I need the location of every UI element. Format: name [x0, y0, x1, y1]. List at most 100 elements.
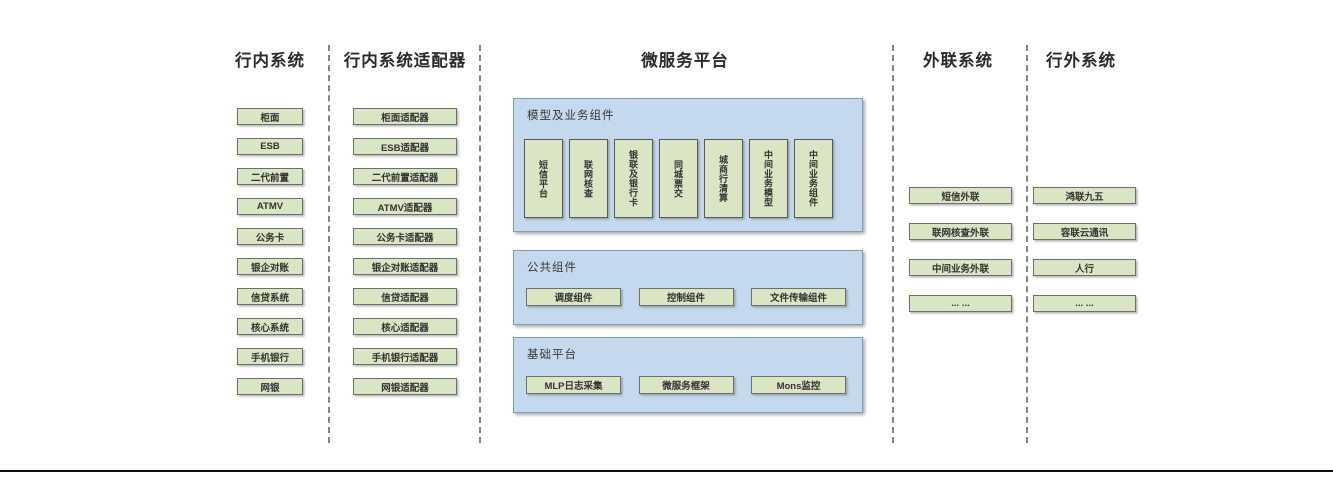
system-box: 联网核查 — [569, 139, 608, 218]
system-box: ATMV适配器 — [353, 198, 457, 215]
system-box-label: 信贷系统 — [250, 292, 289, 304]
system-box-label: 中间业务组件 — [808, 150, 818, 207]
system-box: ATMV — [237, 198, 303, 215]
system-box: 短信外联 — [909, 187, 1012, 204]
system-box: 鸿联九五 — [1033, 187, 1136, 204]
system-box: 容联云通讯 — [1033, 223, 1136, 240]
column-divider — [1026, 45, 1028, 443]
system-box-label: ... ... — [951, 298, 970, 309]
system-box: 核心系统 — [237, 318, 303, 335]
internal-adapters-list: 柜面适配器 ESB适配器二代前置适配器 ATMV适配器公务卡适配器银企对账适配器信贷… — [353, 108, 457, 395]
system-box-label: 同城票交 — [673, 159, 683, 198]
system-box: 银企对账 — [237, 258, 303, 275]
panel-model-business-components: 模型及业务组件 短信平台 联网核查 银联及银行卡 同城票交 城商行清算 中间业务模型 中间业… — [513, 98, 863, 232]
system-box: 银企对账适配器 — [353, 258, 457, 275]
system-box-label: 核心系统 — [250, 322, 289, 334]
system-box-label: 短信平台 — [538, 159, 548, 198]
base-platform-components-list: MLP日志采集 微服务框架 Mons监控 — [526, 376, 846, 394]
column-title-microservice-platform: 微服务平台 — [641, 52, 729, 70]
system-box-label: ATMV — [256, 201, 284, 212]
system-box: 手机银行 — [237, 348, 303, 365]
system-box: 公务卡 — [237, 228, 303, 245]
system-box: 手机银行适配器 — [353, 348, 457, 365]
system-box-label: 核心适配器 — [381, 322, 429, 334]
model-business-components-list: 短信平台 联网核查 银联及银行卡 同城票交 城商行清算 中间业务模型 中间业务组件 — [524, 139, 833, 218]
system-box-label: MLP日志采集 — [544, 381, 603, 392]
column-title-external-link-systems: 外联系统 — [923, 52, 993, 70]
system-box-label: ESB — [260, 141, 280, 152]
panel-label: 基础平台 — [527, 349, 577, 361]
system-box: 核心适配器 — [353, 318, 457, 335]
common-components-list: 调度组件 控制组件 文件传输组件 — [526, 288, 846, 306]
system-box-label: 控制组件 — [666, 293, 705, 304]
system-box-label: 手机银行 — [250, 352, 289, 364]
system-box: ... ... — [909, 295, 1012, 312]
system-box-label: 文件传输组件 — [769, 293, 827, 304]
outside-systems-list: 鸿联九五容联云通讯人行 ... ... — [1033, 187, 1136, 312]
system-box-label: 二代前置适配器 — [371, 172, 439, 184]
system-box-label: 公务卡 — [255, 232, 285, 244]
system-box-label: 容联云通讯 — [1060, 227, 1109, 239]
system-box: 城商行清算 — [704, 139, 743, 218]
system-box: 信贷系统 — [237, 288, 303, 305]
system-box: ESB适配器 — [353, 138, 457, 155]
panel-common-components: 公共组件 调度组件 控制组件 文件传输组件 — [513, 250, 863, 325]
column-title-outside-systems: 行外系统 — [1046, 52, 1116, 70]
system-box: 银联及银行卡 — [614, 139, 653, 218]
system-box: ESB — [237, 138, 303, 155]
system-box-label: 短信外联 — [941, 191, 980, 203]
system-box-label: 中间业务外联 — [931, 263, 989, 275]
system-box: 文件传输组件 — [751, 288, 846, 306]
system-box: 同城票交 — [659, 139, 698, 218]
bottom-rule — [0, 470, 1333, 472]
column-divider — [328, 45, 330, 443]
system-box-label: 信贷适配器 — [381, 292, 429, 304]
column-title-internal-adapters: 行内系统适配器 — [343, 52, 467, 70]
system-box-label: Mons监控 — [776, 381, 821, 392]
system-box-label: 调度组件 — [554, 293, 593, 304]
system-box-label: 公务卡适配器 — [376, 232, 434, 244]
system-box-label: 人行 — [1074, 263, 1094, 275]
system-box: 网银适配器 — [353, 378, 457, 395]
system-box: 调度组件 — [526, 288, 621, 306]
column-divider — [479, 45, 481, 443]
system-box: 联网核查外联 — [909, 223, 1012, 240]
system-box-label: ATMV适配器 — [377, 202, 433, 214]
system-box: 微服务框架 — [638, 376, 734, 394]
system-box-label: 中间业务模型 — [763, 150, 773, 207]
system-box: 信贷适配器 — [353, 288, 457, 305]
column-title-internal-systems: 行内系统 — [235, 52, 305, 70]
system-box-label: 柜面适配器 — [381, 112, 429, 124]
system-box-label: 网银适配器 — [381, 382, 429, 394]
panel-base-platform: 基础平台 MLP日志采集 微服务框架 Mons监控 — [513, 337, 863, 413]
system-box-label: 城商行清算 — [718, 154, 728, 203]
system-box-label: 银企对账 — [250, 262, 289, 274]
internal-systems-list: 柜面 ESB 二代前置 ATMV 公务卡银企对账信贷系统核心系统手机银行网银 — [237, 108, 303, 395]
system-box: 网银 — [237, 378, 303, 395]
system-box: Mons监控 — [751, 376, 846, 394]
system-box-label: 联网核查外联 — [931, 227, 989, 239]
system-box-label: 微服务框架 — [662, 381, 710, 392]
system-box: 中间业务模型 — [749, 139, 788, 218]
column-divider — [892, 45, 894, 443]
system-box-label: 柜面 — [260, 112, 280, 124]
system-box: MLP日志采集 — [526, 376, 621, 394]
system-box: 柜面 — [237, 108, 303, 125]
panel-label: 公共组件 — [527, 262, 577, 274]
system-box-label: 银联及银行卡 — [628, 150, 638, 207]
system-box: 控制组件 — [638, 288, 734, 306]
system-box-label: 二代前置 — [250, 172, 289, 184]
system-box: 中间业务外联 — [909, 259, 1012, 276]
system-box: 柜面适配器 — [353, 108, 457, 125]
system-box-label: 联网核查 — [583, 159, 593, 198]
system-box: ... ... — [1033, 295, 1136, 312]
system-box-label: 手机银行适配器 — [371, 352, 439, 364]
system-box-label: 银企对账适配器 — [371, 262, 439, 274]
system-box: 中间业务组件 — [794, 139, 833, 218]
system-box: 二代前置适配器 — [353, 168, 457, 185]
panel-label: 模型及业务组件 — [527, 110, 615, 122]
system-box: 公务卡适配器 — [353, 228, 457, 245]
system-box: 人行 — [1033, 259, 1136, 276]
system-box: 短信平台 — [524, 139, 563, 218]
